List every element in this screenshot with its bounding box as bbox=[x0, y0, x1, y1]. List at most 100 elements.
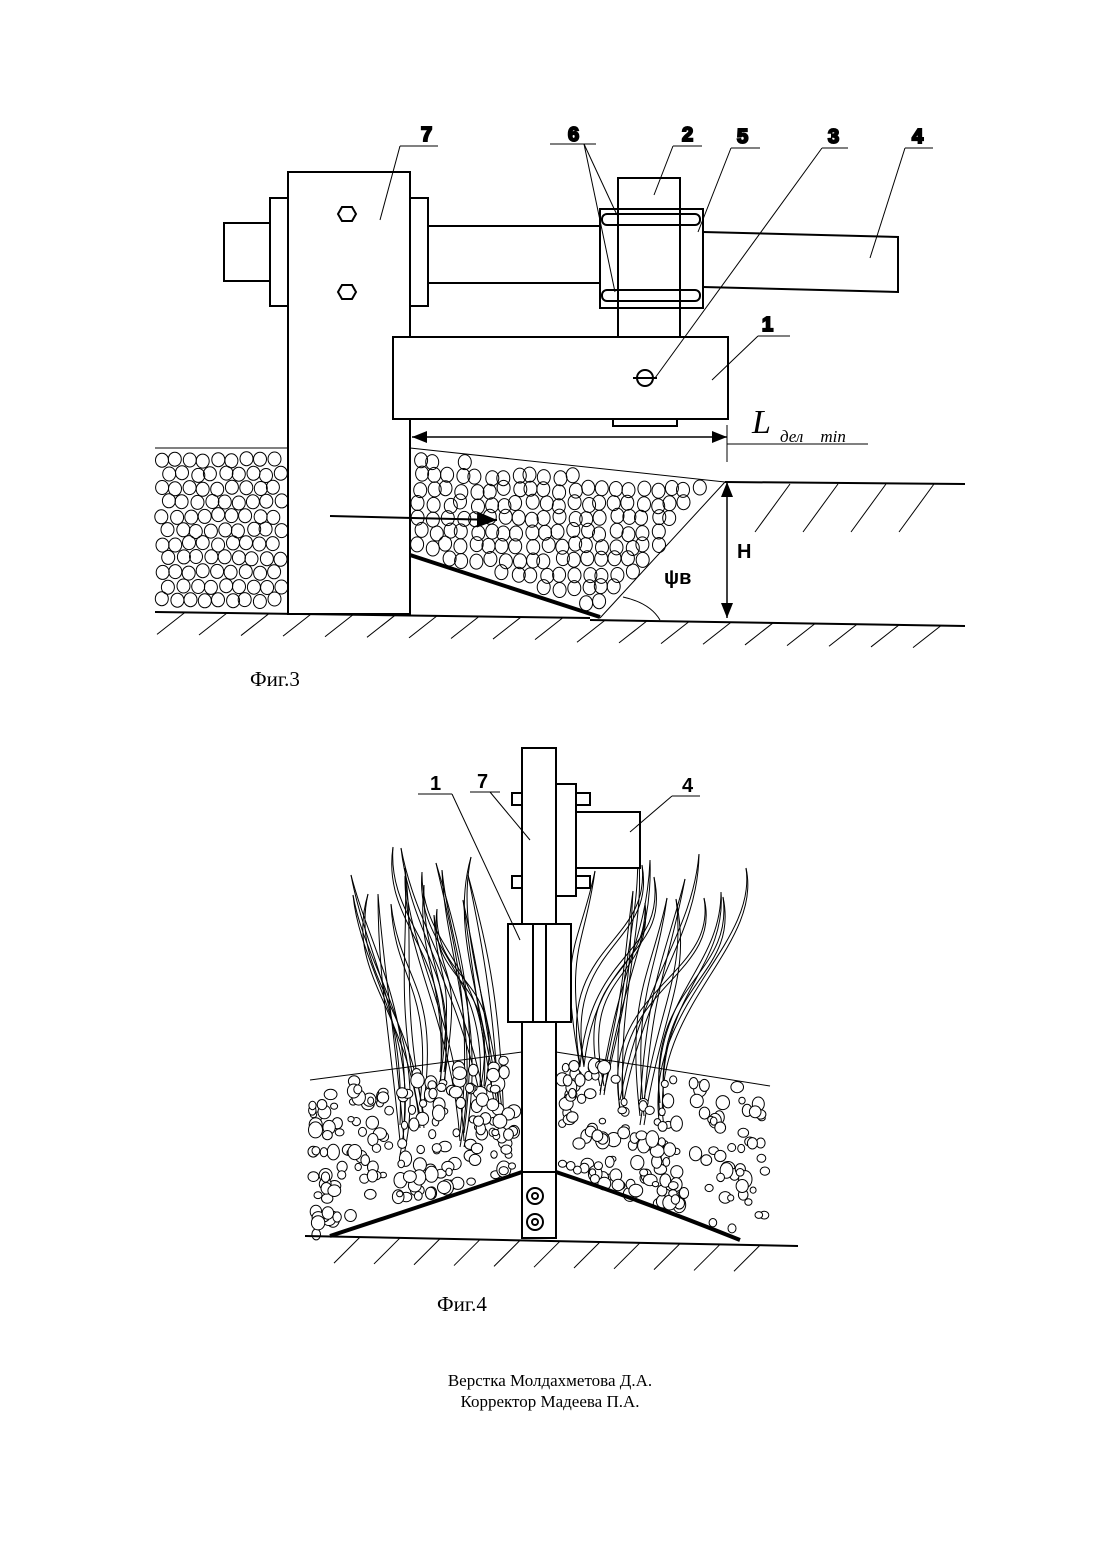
soil-particle bbox=[348, 1117, 354, 1122]
soil-particle bbox=[359, 1127, 367, 1136]
hatch-mark bbox=[535, 618, 563, 640]
fig3-height-label: H bbox=[737, 541, 751, 563]
figure-4: 1 7 4 Фиг.4 bbox=[305, 748, 798, 1316]
soil-particle bbox=[652, 524, 665, 539]
hatch-mark bbox=[493, 617, 521, 639]
soil-particle bbox=[717, 1173, 725, 1181]
soil-particle bbox=[524, 481, 537, 496]
hatch-mark bbox=[871, 625, 899, 647]
hatch-mark bbox=[325, 615, 353, 637]
hatch-mark bbox=[494, 1240, 520, 1266]
soil-particle bbox=[177, 523, 190, 537]
soil-particle bbox=[700, 1079, 710, 1091]
soil-particle bbox=[454, 539, 467, 554]
soil-particle bbox=[595, 551, 608, 566]
soil-particle bbox=[537, 554, 550, 569]
soil-particle bbox=[537, 482, 550, 497]
soil-particle bbox=[679, 1188, 688, 1199]
soil-particle bbox=[239, 509, 252, 523]
soil-particle bbox=[590, 1175, 599, 1184]
soil-particle bbox=[411, 1073, 424, 1088]
soil-particle bbox=[593, 495, 606, 510]
soil-particle bbox=[439, 536, 452, 551]
soil-particle bbox=[540, 496, 553, 511]
soil-particle bbox=[693, 480, 706, 495]
soil-particle bbox=[636, 537, 649, 552]
soil-particle bbox=[493, 1114, 507, 1128]
grass-blade-edge bbox=[624, 854, 699, 1100]
soil-particle bbox=[612, 1179, 624, 1190]
hatch-mark bbox=[574, 1242, 600, 1268]
soil-particle bbox=[484, 552, 497, 567]
soil-particle bbox=[182, 566, 195, 580]
soil-particle bbox=[568, 495, 581, 510]
soil-particle bbox=[184, 593, 197, 607]
hatch-mark bbox=[913, 626, 941, 648]
soil-particle bbox=[177, 579, 190, 593]
soil-particle bbox=[254, 482, 267, 496]
hatch-mark bbox=[577, 620, 605, 642]
soil-particle bbox=[593, 594, 606, 609]
soil-particle bbox=[168, 452, 181, 466]
fig3-label-1: 1 bbox=[762, 314, 773, 336]
soil-particle bbox=[467, 1178, 476, 1185]
soil-particle bbox=[728, 1195, 734, 1201]
soil-particle bbox=[225, 480, 238, 494]
soil-particle bbox=[709, 1219, 717, 1227]
soil-particle bbox=[566, 468, 579, 483]
soil-particle bbox=[171, 510, 184, 524]
fig4-label-1: 1 bbox=[430, 773, 441, 795]
soil-particle bbox=[211, 564, 224, 578]
soil-particle bbox=[652, 483, 665, 498]
soil-particle bbox=[317, 1100, 327, 1110]
soil-particle bbox=[274, 466, 287, 480]
soil-particle bbox=[163, 467, 176, 481]
soil-particle bbox=[426, 512, 439, 527]
soil-particle bbox=[710, 1117, 717, 1125]
fig3-flange-left bbox=[270, 198, 288, 306]
soil-particle bbox=[599, 1118, 605, 1124]
soil-particle bbox=[716, 1096, 729, 1110]
soil-particle bbox=[275, 580, 288, 594]
soil-particle bbox=[443, 551, 456, 566]
soil-particle bbox=[514, 554, 527, 569]
soil-particle bbox=[260, 494, 273, 508]
soil-particle bbox=[227, 594, 240, 608]
soil-particle bbox=[705, 1184, 713, 1191]
soil-particle bbox=[253, 537, 266, 551]
soil-particle bbox=[470, 554, 483, 569]
soil-particle bbox=[162, 494, 175, 508]
soil-particle bbox=[426, 541, 439, 556]
fig3-flange-right bbox=[410, 198, 428, 306]
soil-particle bbox=[472, 526, 485, 541]
soil-particle bbox=[736, 1180, 748, 1193]
hatch-mark bbox=[367, 615, 395, 637]
soil-particle bbox=[427, 497, 440, 512]
soil-particle bbox=[240, 481, 253, 495]
soil-particle bbox=[645, 1106, 654, 1114]
soil-particle bbox=[372, 1144, 380, 1152]
soil-particle bbox=[456, 1097, 465, 1108]
soil-particle bbox=[582, 480, 595, 495]
soil-particle bbox=[483, 484, 496, 499]
soil-particle bbox=[567, 523, 580, 538]
soil-particle bbox=[275, 524, 288, 538]
fig3-angle-arc bbox=[623, 597, 660, 620]
soil-particle bbox=[169, 565, 182, 579]
soil-particle bbox=[483, 509, 496, 524]
soil-particle bbox=[757, 1154, 766, 1162]
soil-particle bbox=[246, 495, 259, 509]
fig4-ground-hatching bbox=[334, 1237, 760, 1271]
soil-particle bbox=[212, 508, 225, 522]
fig3-terrain-hatching bbox=[755, 484, 934, 532]
soil-particle bbox=[404, 1171, 417, 1183]
fig3-soil-prism bbox=[411, 453, 707, 611]
soil-particle bbox=[458, 455, 471, 470]
soil-particle bbox=[486, 498, 499, 513]
soil-particle bbox=[610, 540, 623, 555]
soil-particle bbox=[466, 1084, 474, 1093]
soil-particle bbox=[569, 1089, 576, 1099]
soil-particle bbox=[268, 592, 281, 606]
credits-corrector: Корректор Мадеева П.А. bbox=[0, 1391, 1100, 1412]
soil-particle bbox=[469, 1154, 481, 1165]
